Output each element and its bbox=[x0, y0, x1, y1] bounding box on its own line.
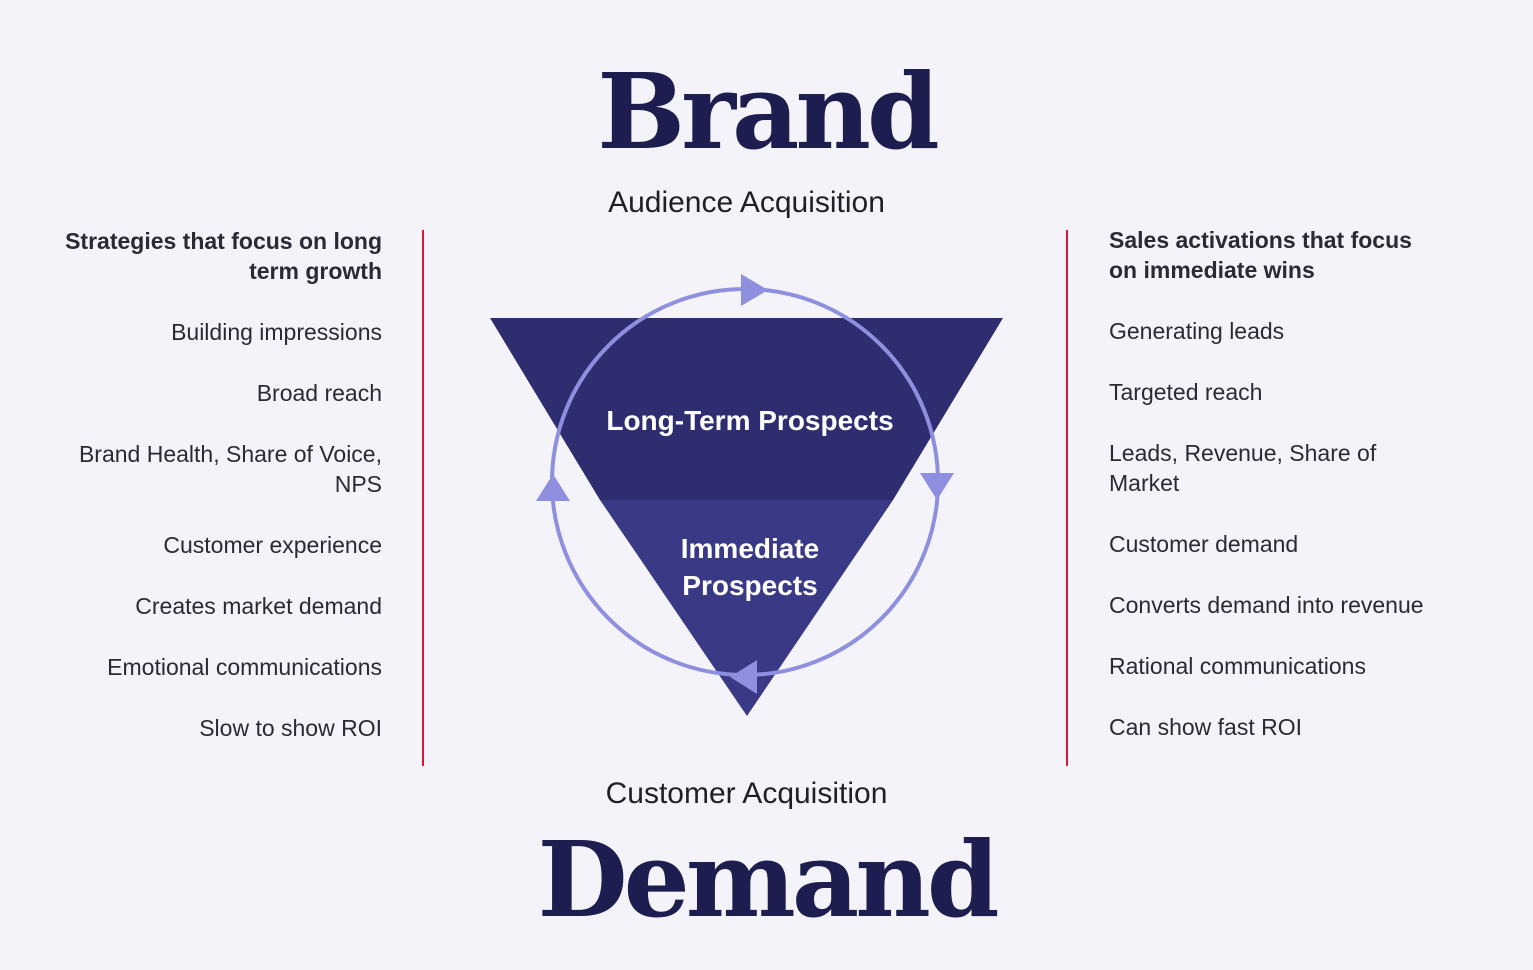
list-item: Generating leads bbox=[1109, 318, 1285, 344]
audience-acquisition-label: Audience Acquisition bbox=[608, 186, 885, 219]
list-item: Rational communications bbox=[1109, 653, 1366, 679]
list-item: Converts demand into revenue bbox=[1109, 592, 1424, 618]
funnel-upper-section bbox=[490, 318, 1003, 500]
funnel-lower-section bbox=[600, 500, 893, 716]
list-item: Customer experience bbox=[163, 532, 382, 558]
customer-acquisition-label: Customer Acquisition bbox=[605, 777, 888, 810]
brand-title: Brand bbox=[597, 50, 939, 173]
left-heading: Strategies that focus on long term growt… bbox=[65, 228, 382, 284]
list-item: Slow to show ROI bbox=[199, 715, 382, 741]
left-divider bbox=[422, 230, 424, 766]
right-heading: Sales activations that focus on immediat… bbox=[1109, 227, 1412, 283]
right-divider bbox=[1066, 230, 1068, 766]
list-item: Leads, Revenue, Share of Market bbox=[1109, 440, 1377, 496]
arrow-up-icon bbox=[536, 474, 570, 501]
list-item: Emotional communications bbox=[107, 654, 382, 680]
immediate-prospects-label-2: Prospects bbox=[682, 570, 817, 601]
list-item: Can show fast ROI bbox=[1109, 714, 1303, 740]
immediate-prospects-label-1: Immediate bbox=[681, 533, 820, 564]
list-item: Brand Health, Share of Voice, NPS bbox=[78, 441, 382, 497]
list-item: Customer demand bbox=[1109, 531, 1299, 557]
list-item: Creates market demand bbox=[135, 593, 382, 619]
demand-title: Demand bbox=[537, 818, 999, 941]
list-item: Building impressions bbox=[171, 319, 382, 345]
list-item: Targeted reach bbox=[1109, 379, 1263, 405]
brand-strategies-list: Strategies that focus on long term growt… bbox=[60, 226, 382, 774]
list-item: Broad reach bbox=[256, 380, 382, 406]
arrow-down-icon bbox=[920, 473, 954, 500]
demand-activations-list: Sales activations that focus on immediat… bbox=[1109, 225, 1439, 773]
long-term-prospects-label: Long-Term Prospects bbox=[606, 405, 893, 436]
arrow-left-icon bbox=[730, 660, 757, 694]
arrow-right-icon bbox=[741, 274, 768, 306]
